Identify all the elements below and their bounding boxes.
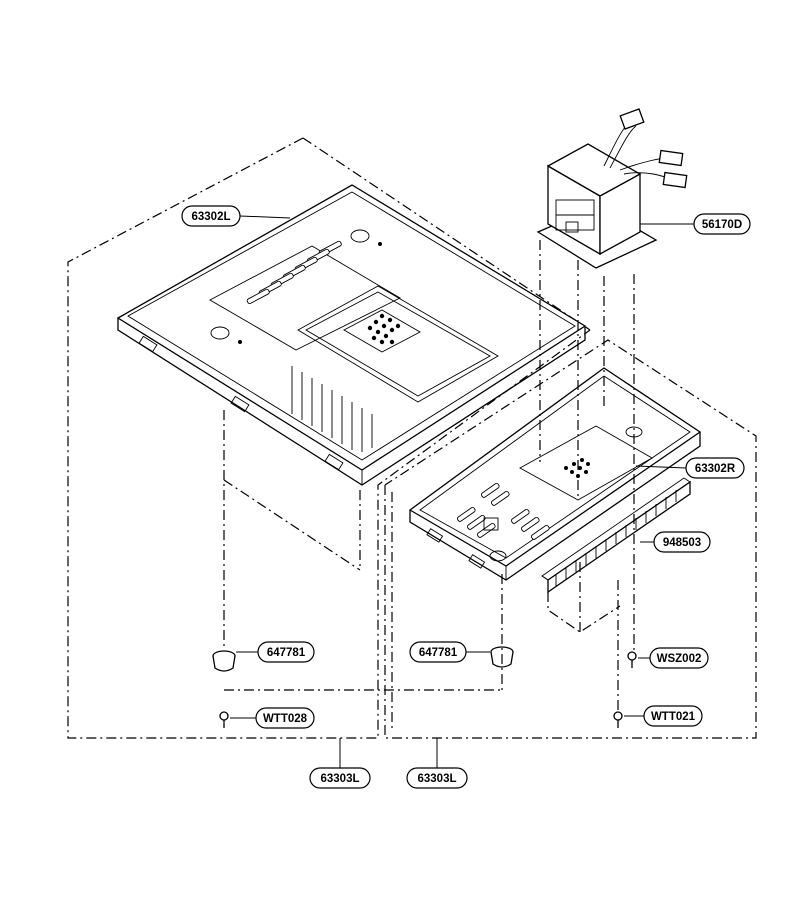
callout-label: 63302L bbox=[191, 211, 230, 223]
callout-63303L-right: 63303L bbox=[406, 738, 468, 789]
left-plate-slots bbox=[246, 240, 342, 305]
right-plate-slots bbox=[456, 482, 550, 540]
left-plate-side-vents bbox=[291, 366, 373, 452]
screw-wtt021 bbox=[613, 711, 623, 728]
callout-label: 63302R bbox=[695, 463, 736, 475]
transformer bbox=[536, 108, 688, 269]
assembly-guide-lines bbox=[223, 240, 635, 712]
callout-label: 63303L bbox=[320, 773, 359, 785]
screw-wsz002 bbox=[627, 651, 637, 668]
callout-WSZ002: WSZ002 bbox=[638, 647, 709, 669]
callout-label: 948503 bbox=[663, 537, 701, 549]
right-plate-vent-grid bbox=[564, 458, 590, 478]
callout-647781-right: 647781 bbox=[409, 641, 490, 663]
foot-left bbox=[212, 650, 236, 672]
callout-948503: 948503 bbox=[640, 531, 711, 553]
callout-647781-left: 647781 bbox=[236, 641, 315, 663]
callout-label: 647781 bbox=[419, 647, 458, 659]
callout-63302R: 63302R bbox=[635, 457, 745, 479]
spacer-strip-ribs bbox=[555, 490, 677, 586]
callout-56170D: 56170D bbox=[640, 213, 751, 235]
callout-63302L: 63302L bbox=[181, 205, 291, 227]
spacer-strip bbox=[541, 477, 691, 594]
callout-label: WTT028 bbox=[263, 713, 308, 725]
callout-63303L-left: 63303L bbox=[309, 738, 371, 789]
callout-label: 56170D bbox=[702, 219, 742, 231]
left-base-plate bbox=[116, 184, 587, 486]
callout-label: WTT021 bbox=[651, 711, 696, 723]
left-plate-vent-grid bbox=[367, 313, 401, 345]
right-assembly-boundary bbox=[384, 339, 757, 739]
left-assembly-boundary bbox=[67, 137, 591, 739]
callout-WTT028: WTT028 bbox=[230, 707, 315, 729]
callout-WTT021: WTT021 bbox=[624, 705, 703, 727]
right-base-plate bbox=[408, 367, 702, 581]
screw-wtt028 bbox=[219, 711, 229, 728]
callout-label: WSZ002 bbox=[657, 653, 702, 665]
callout-label: 63303L bbox=[417, 773, 456, 785]
callout-label: 647781 bbox=[267, 647, 306, 659]
